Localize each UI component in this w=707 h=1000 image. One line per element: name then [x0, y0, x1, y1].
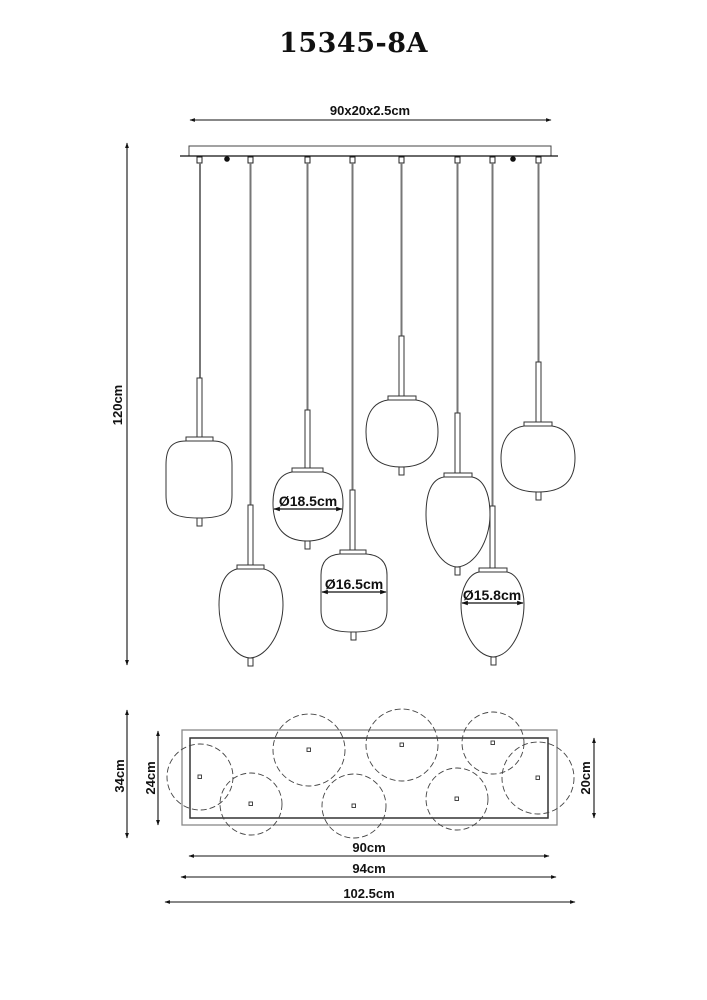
- pendant-5: [365, 163, 439, 476]
- cord-points: [197, 740, 540, 808]
- height-dimension-label: 120cm: [110, 385, 125, 425]
- diameter-dimension-15-8: Ø15.8cm: [461, 587, 524, 606]
- pendant-1: [165, 163, 233, 527]
- width-dimension-90: 90cm: [188, 840, 550, 858]
- model-number-title: 15345-8A: [279, 28, 428, 59]
- depth-label: 24cm: [143, 761, 158, 794]
- depth-label: 20cm: [578, 761, 593, 794]
- diameter-label: Ø15.8cm: [463, 587, 521, 603]
- depth-label: 34cm: [112, 759, 127, 792]
- canopy-plate: [180, 145, 558, 164]
- pendant-7: [460, 163, 525, 666]
- depth-dimension-24: 24cm: [143, 730, 160, 826]
- canopy-outline: [189, 737, 549, 819]
- width-label: 94cm: [352, 861, 385, 876]
- pendant-3: [272, 163, 344, 550]
- depth-dimension-20: 20cm: [578, 737, 596, 819]
- front-view: 90x20x2.5cm 120cm: [110, 103, 576, 667]
- width-label: 90cm: [352, 840, 385, 855]
- screw-icon: [510, 156, 516, 162]
- width-dimension-94: 94cm: [180, 861, 557, 879]
- top-view: 34cm 24cm 20cm 90cm 94cm 102.5cm: [112, 708, 596, 904]
- width-label: 102.5cm: [343, 886, 394, 901]
- diameter-dimension-16-5: Ø16.5cm: [321, 576, 387, 595]
- diameter-label: Ø16.5cm: [325, 576, 383, 592]
- pendant-2: [218, 163, 284, 667]
- screw-icon: [224, 156, 230, 162]
- height-dimension: 120cm: [110, 142, 129, 666]
- diameter-label: Ø18.5cm: [279, 493, 337, 509]
- canopy-dimension-label: 90x20x2.5cm: [330, 103, 410, 118]
- canopy-dimension: 90x20x2.5cm: [189, 103, 552, 122]
- diameter-dimension-18-5: Ø18.5cm: [273, 493, 343, 512]
- pendant-8: [500, 163, 576, 501]
- pendant-6: [425, 163, 491, 576]
- width-dimension-102-5: 102.5cm: [164, 886, 576, 904]
- depth-dimension-34: 34cm: [112, 709, 129, 839]
- shade-footprints: [166, 708, 575, 839]
- pendant-4: [320, 163, 388, 641]
